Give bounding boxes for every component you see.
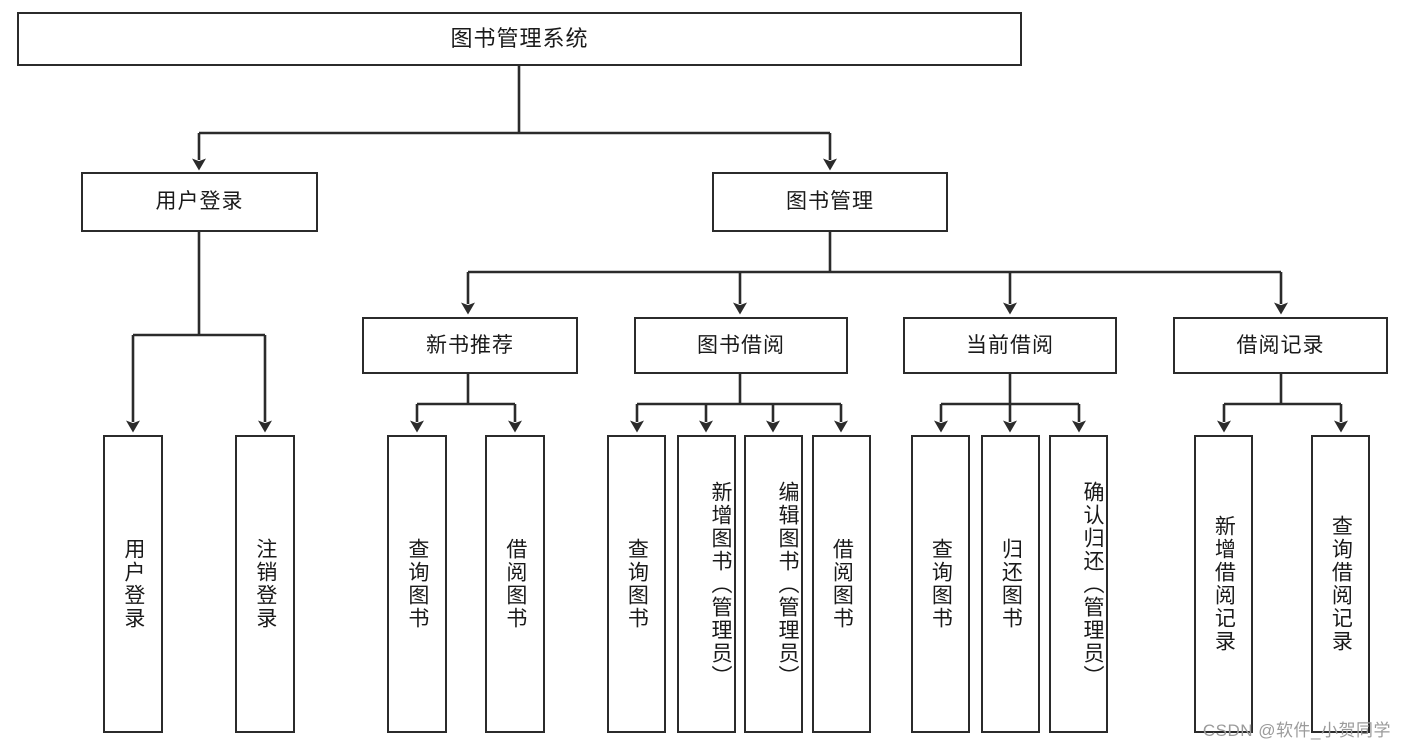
node-leaf-user-logout[interactable]: 注销登录 — [235, 435, 295, 733]
node-leaf-return-book[interactable]: 归还图书 — [981, 435, 1040, 733]
node-label: 图书管理 — [786, 190, 874, 214]
node-leaf-borrow-book[interactable]: 借阅图书 — [812, 435, 871, 733]
node-label: 确认归还（管理员） — [1081, 480, 1104, 688]
watermark: CSDN @软件_小贺同学 — [1202, 721, 1391, 740]
node-book-management[interactable]: 图书管理 — [712, 172, 948, 232]
node-label: 编辑图书（管理员） — [776, 480, 799, 688]
node-leaf-query-book-recommend[interactable]: 查询图书 — [387, 435, 447, 733]
node-label: 新书推荐 — [426, 333, 514, 357]
node-label: 图书借阅 — [697, 333, 785, 357]
node-leaf-user-login[interactable]: 用户登录 — [103, 435, 163, 733]
node-label: 用户登录 — [121, 538, 145, 630]
node-leaf-query-borrow-record[interactable]: 查询借阅记录 — [1311, 435, 1370, 733]
node-label: 用户登录 — [155, 190, 244, 214]
node-current-borrow[interactable]: 当前借阅 — [903, 317, 1117, 374]
node-leaf-add-borrow-record[interactable]: 新增借阅记录 — [1194, 435, 1253, 733]
node-label: 新增借阅记录 — [1212, 515, 1236, 653]
node-label: 查询图书 — [625, 538, 649, 630]
node-borrow-record[interactable]: 借阅记录 — [1173, 317, 1388, 374]
node-new-book-recommend[interactable]: 新书推荐 — [362, 317, 578, 374]
node-root-system[interactable]: 图书管理系统 — [17, 12, 1022, 66]
node-leaf-query-book-borrow[interactable]: 查询图书 — [607, 435, 666, 733]
node-label: 借阅图书 — [503, 538, 527, 630]
node-label: 图书管理系统 — [450, 25, 589, 51]
node-label: 注销登录 — [253, 538, 277, 630]
node-label: 查询借阅记录 — [1329, 515, 1353, 653]
node-leaf-borrow-book-recommend[interactable]: 借阅图书 — [485, 435, 545, 733]
node-label: 当前借阅 — [966, 333, 1054, 357]
node-user-login[interactable]: 用户登录 — [81, 172, 318, 232]
node-leaf-add-book-admin[interactable]: 新增图书（管理员） — [677, 435, 736, 733]
node-label: 归还图书 — [999, 538, 1023, 630]
node-leaf-confirm-return-admin[interactable]: 确认归还（管理员） — [1049, 435, 1108, 733]
node-label: 借阅图书 — [830, 538, 854, 630]
node-leaf-edit-book-admin[interactable]: 编辑图书（管理员） — [744, 435, 803, 733]
node-label: 查询图书 — [405, 538, 429, 630]
node-label: 新增图书（管理员） — [709, 480, 732, 688]
node-label: 查询图书 — [929, 538, 953, 630]
node-label: 借阅记录 — [1236, 333, 1325, 357]
node-book-borrow[interactable]: 图书借阅 — [634, 317, 848, 374]
node-leaf-query-book-current[interactable]: 查询图书 — [911, 435, 970, 733]
